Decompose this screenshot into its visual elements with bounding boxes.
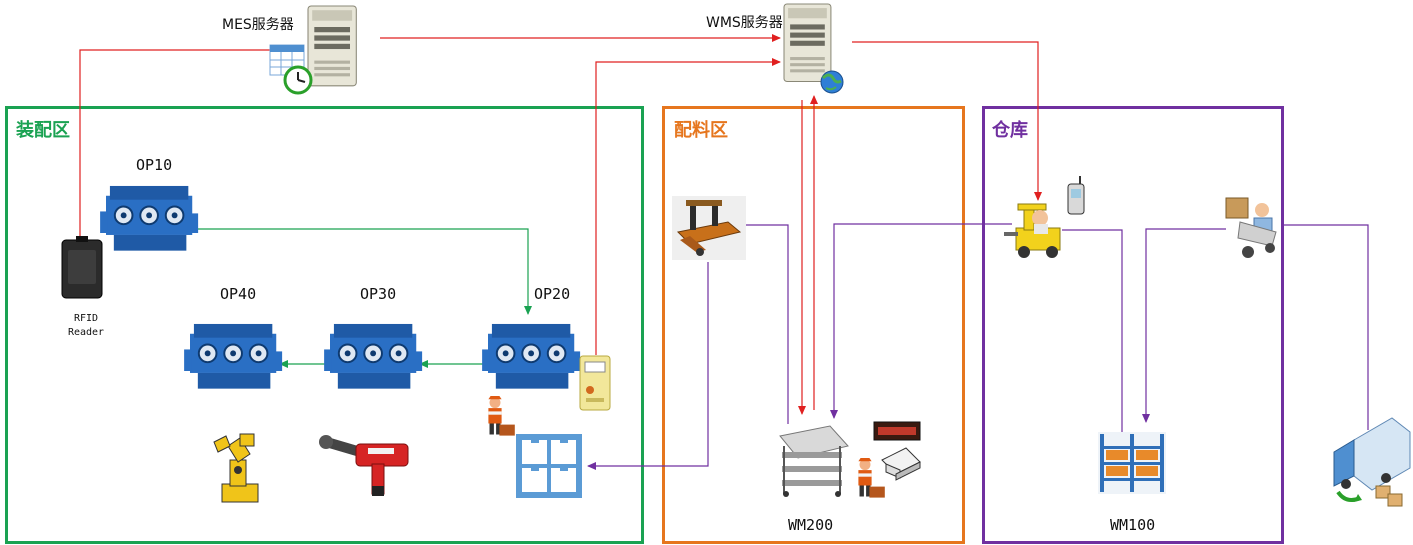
rfid-reader-icon — [61, 236, 103, 299]
assembly-zone-title: 装配区 — [16, 120, 70, 141]
location-label-wm200: WM200 — [788, 516, 834, 534]
engine-block-icon — [99, 184, 200, 252]
hand-truck-icon — [1225, 197, 1277, 258]
rfid-reader-label: RFID Reader — [64, 312, 108, 340]
torque-wrench-icon — [319, 435, 409, 496]
assembly-zone — [5, 106, 644, 544]
wms-server-label: WMS服务器 — [706, 15, 783, 31]
pallet-jack-icon — [672, 196, 746, 260]
led-display-icon — [873, 421, 921, 441]
worker-icon — [858, 458, 885, 498]
station-label-op20: OP20 — [534, 285, 571, 303]
station-label-op10: OP10 — [136, 156, 173, 174]
warehouse-zone-title: 仓库 — [992, 120, 1028, 141]
engine-block-icon — [323, 322, 424, 390]
kitting-cart-icon — [779, 425, 849, 497]
wms-server-icon — [783, 3, 844, 94]
warehouse-zone — [982, 106, 1284, 544]
delivery-truck-icon — [1333, 417, 1411, 507]
robot-arm-icon — [213, 433, 259, 503]
kitting-zone-title: 配料区 — [674, 120, 728, 141]
bin-rack-icon — [516, 434, 582, 498]
forklift-icon — [1004, 203, 1061, 258]
calendar-clock-icon — [269, 44, 313, 95]
material-flow-lines — [587, 223, 1369, 470]
assembly-flow-lines — [194, 228, 532, 368]
mobile-phone-icon — [1067, 176, 1085, 215]
globe-icon — [820, 70, 844, 94]
rfid-label-line2: Reader — [67, 327, 105, 338]
printer-icon — [881, 447, 921, 481]
location-label-wm100: WM100 — [1110, 516, 1156, 534]
station-label-op30: OP30 — [360, 285, 397, 303]
station-label-op40: OP40 — [220, 285, 257, 303]
handheld-terminal-icon — [579, 355, 611, 411]
worker-icon — [488, 396, 515, 436]
info-flow-lines — [79, 34, 1042, 415]
rfid-label-line1: RFID — [73, 313, 99, 324]
engine-block-icon — [481, 322, 582, 390]
mes-server-icon — [269, 5, 357, 95]
engine-block-icon — [183, 322, 284, 390]
storage-shelf-icon — [1098, 432, 1166, 494]
mes-server-label: MES服务器 — [222, 17, 294, 33]
